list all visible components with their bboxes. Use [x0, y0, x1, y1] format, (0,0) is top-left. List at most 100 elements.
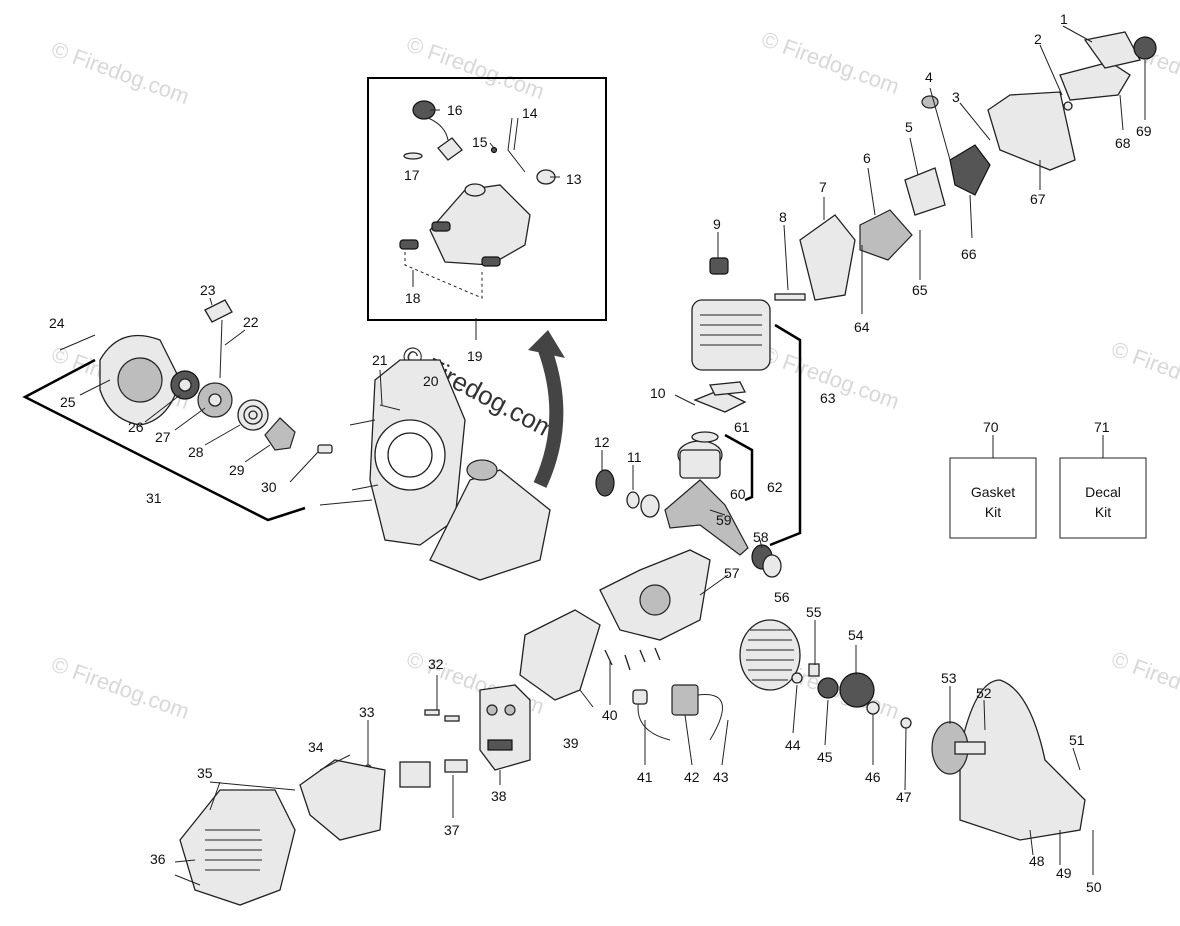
callout-40: 40	[602, 707, 618, 723]
watermark: © Firedog.com	[48, 36, 192, 109]
callout-33: 33	[359, 704, 375, 720]
fuel-tank-inset-box	[367, 77, 607, 321]
callout-24: 24	[49, 315, 65, 331]
callout-63: 63	[820, 390, 836, 406]
leader-lines	[79, 25, 1146, 886]
callout-8: 8	[779, 209, 787, 225]
callout-54: 54	[848, 627, 864, 643]
bracket-63	[769, 323, 802, 547]
cylinder	[691, 299, 771, 413]
callout-59: 59	[716, 512, 732, 528]
arrow	[533, 347, 564, 488]
decal-kit-box: Decal Kit	[1059, 435, 1147, 539]
callout-38: 38	[491, 788, 507, 804]
callout-57: 57	[724, 565, 740, 581]
callout-10: 10	[650, 385, 666, 401]
callout-17: 17	[404, 167, 420, 183]
callout-48: 48	[1029, 853, 1045, 869]
callout-20: 20	[423, 373, 439, 389]
callout-64: 64	[854, 319, 870, 335]
callout-23: 23	[200, 282, 216, 298]
callout-66: 66	[961, 246, 977, 262]
callout-36: 36	[150, 851, 166, 867]
arrow-head	[528, 330, 565, 358]
callout-69: 69	[1136, 123, 1152, 139]
callout-41: 41	[637, 769, 653, 785]
callout-28: 28	[188, 444, 204, 460]
callout-31: 31	[146, 490, 162, 506]
cylinder-cover	[179, 759, 386, 906]
gasket-kit-box: Gasket Kit	[949, 435, 1037, 539]
watermark: © Firedog.com	[758, 26, 902, 99]
callout-7: 7	[819, 179, 827, 195]
carburetor-group	[709, 31, 1157, 301]
ignition-module	[632, 684, 723, 741]
callout-65: 65	[912, 282, 928, 298]
callout-32: 32	[428, 656, 444, 672]
callout-55: 55	[806, 604, 822, 620]
callout-53: 53	[941, 670, 957, 686]
callout-9: 9	[713, 216, 721, 232]
callout-18: 18	[405, 290, 421, 306]
callout-43: 43	[713, 769, 729, 785]
callout-71: 71	[1094, 419, 1110, 435]
watermark: © Firedog.com	[1108, 646, 1180, 719]
callout-22: 22	[243, 314, 259, 330]
callout-61: 61	[734, 419, 750, 435]
callout-46: 46	[865, 769, 881, 785]
callout-12: 12	[594, 434, 610, 450]
callout-68: 68	[1115, 135, 1131, 151]
starter-assembly	[59, 299, 333, 454]
callout-45: 45	[817, 749, 833, 765]
callout-51: 51	[1069, 732, 1085, 748]
decal-kit-line1: Decal	[1085, 484, 1121, 500]
callout-16: 16	[447, 102, 463, 118]
gear-housing	[931, 679, 1086, 841]
callout-6: 6	[863, 150, 871, 166]
callout-11: 11	[627, 449, 642, 465]
crankshaft-group	[595, 431, 782, 578]
fan-housing	[319, 359, 466, 546]
callout-50: 50	[1086, 879, 1102, 895]
callout-30: 30	[261, 479, 277, 495]
watermark: © Firedog.com	[403, 31, 547, 104]
callout-37: 37	[444, 822, 460, 838]
callout-47: 47	[896, 789, 912, 805]
callout-62: 62	[767, 479, 783, 495]
callout-14: 14	[522, 105, 538, 121]
gasket-kit-line2: Kit	[985, 504, 1001, 520]
callout-15: 15	[472, 134, 488, 150]
callout-labels: 1 2 3 4 5 6 7 8 9 10 11 12 13 14 15 16 1…	[49, 11, 1152, 895]
callout-39: 39	[563, 735, 579, 751]
callout-42: 42	[684, 769, 700, 785]
callout-29: 29	[229, 462, 245, 478]
watermark: © Firedog.com	[48, 651, 192, 724]
callout-70: 70	[983, 419, 999, 435]
fuel-tank	[429, 459, 551, 581]
callout-44: 44	[785, 737, 801, 753]
callout-52: 52	[976, 685, 992, 701]
callout-35: 35	[197, 765, 213, 781]
decal-kit-line2: Kit	[1095, 504, 1111, 520]
callout-19: 19	[467, 348, 483, 364]
flywheel-clutch	[739, 619, 912, 729]
callout-1: 1	[1060, 11, 1068, 27]
muffler	[479, 684, 531, 771]
gasket-kit-line1: Gasket	[971, 484, 1015, 500]
callout-67: 67	[1030, 191, 1046, 207]
callout-27: 27	[155, 429, 171, 445]
callout-34: 34	[308, 739, 324, 755]
callout-60: 60	[730, 486, 746, 502]
callout-13: 13	[566, 171, 582, 187]
watermark: © Firedog.com	[1108, 336, 1180, 409]
callout-26: 26	[128, 419, 144, 435]
callout-56: 56	[774, 589, 790, 605]
callout-3: 3	[952, 89, 960, 105]
callout-49: 49	[1056, 865, 1072, 881]
callout-4: 4	[925, 69, 933, 85]
callout-2: 2	[1034, 31, 1042, 47]
bracket-62	[724, 433, 754, 502]
bracket-31	[22, 358, 306, 522]
